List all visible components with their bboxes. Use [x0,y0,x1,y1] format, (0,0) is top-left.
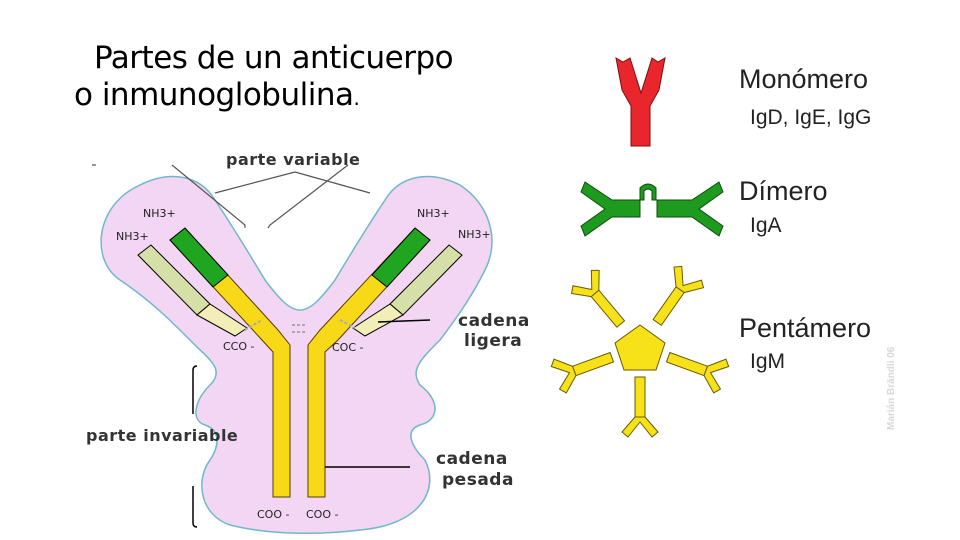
light-chain-right [352,244,463,337]
pentamer-icon [550,265,730,438]
light-chain-label-2: ligera [464,331,523,351]
title-line-2-text: o inmunoglobulina [74,76,354,113]
dimer-icon [580,181,724,237]
legend-dimer-name: Dímero [739,176,828,206]
nh3-left-inner: NH3+ [116,230,149,243]
legend-pentamer-types: IgM [750,350,786,373]
coo-bottom-right: COO - [306,508,339,521]
nh3-right-inner: NH3+ [458,228,491,241]
coo-bottom-left: COO - [257,508,290,521]
coo-left-light: CCO - [223,340,255,353]
invariable-part-label: parte invariable [86,426,239,445]
disulfide-bonds [244,319,356,333]
legend-dimer-types: IgA [750,214,782,237]
monomer-icon [615,57,666,147]
watermark: Marián Brändli 06 [886,346,897,430]
nh3-left-outer: NH3+ [143,207,176,220]
antibody-background-shape [100,175,493,535]
title-line-1: Partes de un anticuerpo [94,40,454,76]
heavy-chain-label-2: pesada [442,470,514,490]
heavy-chain-right [307,227,431,498]
invariable-part-bracket [192,365,198,528]
nh3-right-outer: NH3+ [417,207,450,220]
page-title: Partes de un anticuerpo o inmunoglobulin… [74,40,454,114]
variable-part-label: parte variable [226,150,361,169]
heavy-chain-left [169,227,291,498]
coo-right-light: COC - [332,341,364,354]
variable-part-pointer [92,164,371,229]
legend-monomer-name: Monómero [739,64,869,94]
title-line-2: o inmunoglobulina. [74,77,453,114]
chain-pointers [325,319,431,468]
heavy-chain-label-1: cadena [436,449,508,469]
title-dot: . [353,85,360,110]
legend-pentamer-name: Pentámero [739,313,872,343]
light-chain-label-1: cadena [458,311,530,331]
legend-monomer-types: IgD, IgE, IgG [750,106,872,129]
